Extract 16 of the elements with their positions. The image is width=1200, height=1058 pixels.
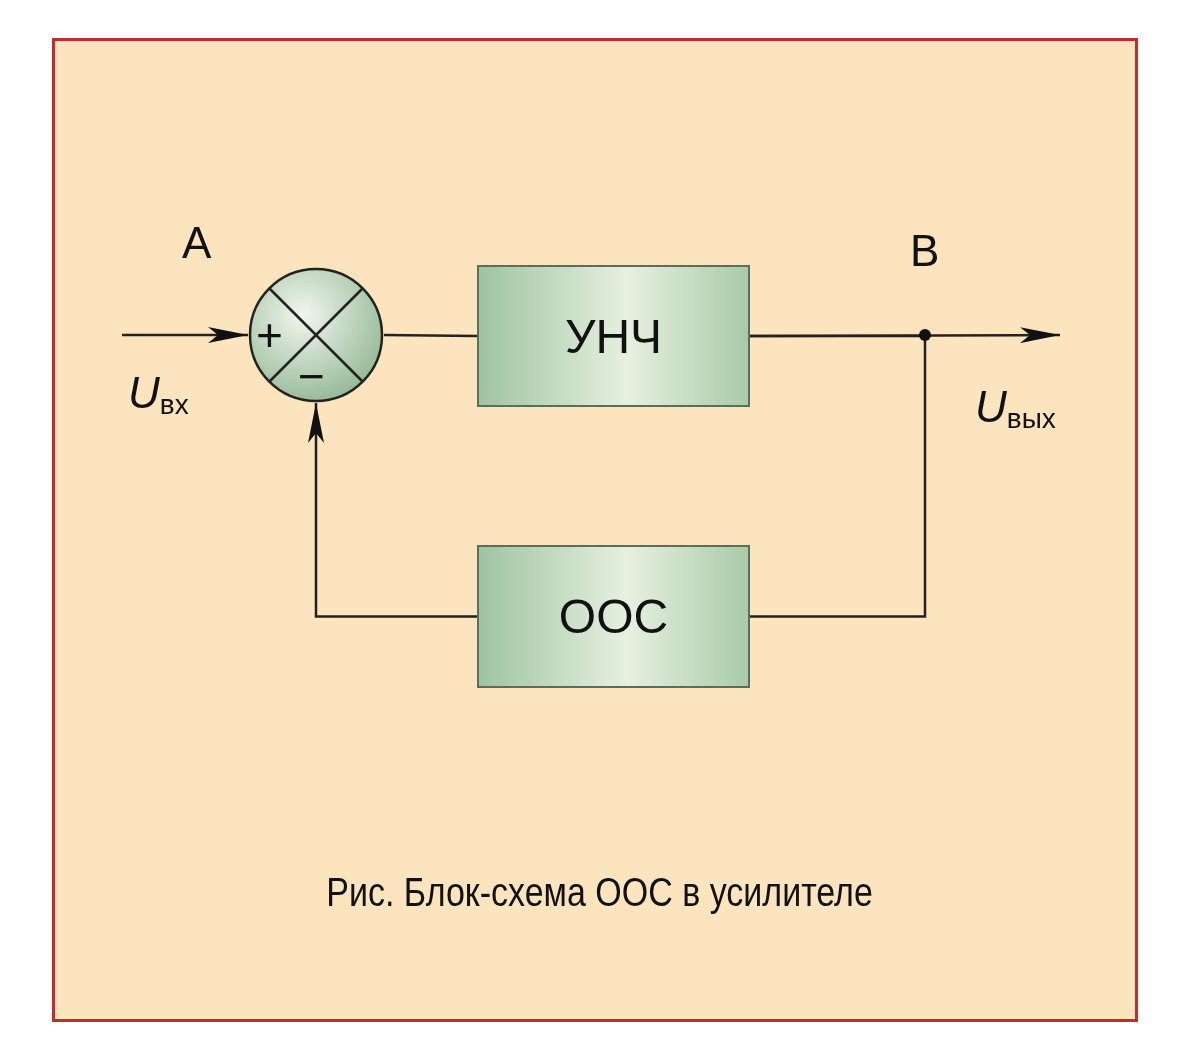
voltage-label: U$_{вых}$ xyxy=(975,382,1056,435)
connector xyxy=(384,333,477,338)
point-label: A xyxy=(182,218,212,268)
block-box xyxy=(477,265,750,407)
block-label: УНЧ xyxy=(564,308,663,364)
connector xyxy=(308,403,477,618)
connector xyxy=(122,327,248,343)
plus-sign: + xyxy=(256,312,283,358)
block-label: ООС xyxy=(558,589,669,644)
figure-caption: Рис. Блок-схема ООС в усилителе xyxy=(326,870,874,915)
point-label: B xyxy=(910,226,940,276)
minus-sign: − xyxy=(298,353,325,399)
summing-junction xyxy=(248,267,384,403)
block-box xyxy=(477,545,750,688)
connector xyxy=(750,334,927,618)
voltage-label: U$_{вх}$ xyxy=(128,368,189,421)
